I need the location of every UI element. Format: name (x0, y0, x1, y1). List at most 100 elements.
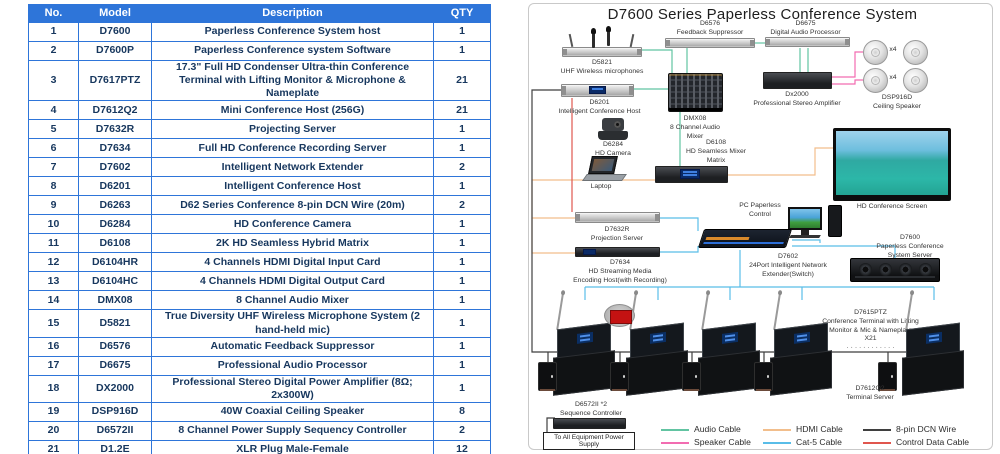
microphone-icon (591, 28, 596, 48)
terminal-base (553, 350, 615, 396)
cell-model: D7617PTZ (78, 59, 152, 102)
dx2000-label: Dx2000 Professional Stereo Amplifier (753, 91, 841, 107)
legend-swatch (661, 429, 689, 431)
cell-description: D62 Series Conference 8-pin DCN Wire (20… (151, 195, 434, 216)
d6576-device (665, 38, 755, 48)
header-description: Description (151, 4, 434, 23)
d6201-display (589, 86, 606, 94)
cell-description: XLR Plug Male-Female (151, 439, 434, 454)
d7612q2-mini-pc (538, 362, 557, 391)
d7634-label: D7634 HD Streaming Media Encoding Host(w… (573, 259, 667, 284)
d6108-label: D6108 HD Seamless Mixer Matrix (685, 139, 747, 164)
d6675-device (765, 37, 850, 47)
cell-qty: 1 (433, 374, 491, 403)
cell-qty: 1 (433, 355, 491, 376)
terminal-mic-icon (773, 294, 781, 330)
speaker-x4-label: x4 (889, 74, 897, 81)
dmx08-mixer (668, 73, 723, 112)
d7600-label: D7600 Paperless Conference System Server (876, 234, 944, 259)
cell-model: D6263 (78, 195, 152, 216)
conference-terminal (626, 294, 688, 396)
dsp916d-label: DSP916D Ceiling Speaker (873, 94, 921, 110)
cable (660, 246, 699, 253)
legend-swatch (763, 429, 791, 431)
dmx08-label: DMX08 8 Channel Audio Mixer (670, 115, 720, 140)
cell-no: 6 (28, 138, 79, 159)
cell-no: 12 (28, 252, 79, 273)
cell-qty: 2 (433, 195, 491, 216)
cell-qty: 12 (433, 439, 491, 454)
cell-qty: 1 (433, 252, 491, 273)
cell-qty: 1 (433, 176, 491, 197)
power-supply-box: To All Equipment Power Supply (543, 432, 635, 450)
cell-description: Full HD Conference Recording Server (151, 138, 434, 159)
cell-model: D7632R (78, 119, 152, 140)
dx2000-device (763, 72, 832, 89)
cell-no: 19 (28, 401, 79, 422)
cell-model: D6104HR (78, 252, 152, 273)
cell-description: Automatic Feedback Suppressor (151, 336, 434, 357)
d7632r-label: D7632R Projection Server (590, 226, 644, 242)
cell-qty: 2 (433, 157, 491, 178)
cell-qty: 1 (433, 309, 491, 338)
legend-label: Cat-5 Cable (796, 437, 842, 447)
cell-model: D6572II (78, 420, 152, 441)
cell-description: 2K HD Seamless Hybrid Matrix (151, 233, 434, 254)
d7615ptz-label: D7615PTZ Conference Terminal with Liftin… (822, 309, 919, 352)
cell-model: D6201 (78, 176, 152, 197)
legend-label: Speaker Cable (694, 437, 751, 447)
cell-model: D6104HC (78, 271, 152, 292)
cell-description: Paperless Conference System host (151, 22, 434, 42)
d6201-label: D6201 Intelligent Conference Host (558, 99, 641, 115)
legend-label: Control Data Cable (896, 437, 970, 447)
conference-terminal (770, 294, 832, 396)
cell-description: True Diversity UHF Wireless Microphone S… (151, 309, 434, 338)
d7612q2-mini-pc (610, 362, 629, 391)
cell-no: 17 (28, 355, 79, 376)
cell-no: 2 (28, 41, 79, 61)
cell-description: Intelligent Conference Host (151, 176, 434, 197)
cable (832, 79, 863, 85)
d7632r-device (575, 212, 660, 223)
conference-terminal (902, 294, 964, 396)
ceiling-speaker-icon (903, 40, 928, 65)
d7600-server (850, 258, 940, 282)
nameplate-icon (604, 304, 635, 327)
cable (792, 245, 896, 258)
cable (660, 217, 699, 231)
cable (792, 239, 821, 243)
cell-description: 8 Channel Audio Mixer (151, 290, 434, 311)
legend-swatch (863, 429, 891, 431)
cell-qty: 1 (433, 138, 491, 159)
cell-model: D5821 (78, 309, 152, 338)
terminal-base (902, 350, 964, 396)
cell-model: D7600P (78, 41, 152, 61)
cable (728, 147, 834, 176)
terminal-base (698, 350, 760, 396)
cell-qty: 1 (433, 214, 491, 235)
terminal-base (770, 350, 832, 396)
cell-qty: 21 (433, 59, 491, 102)
d7634-device (575, 247, 660, 257)
table-header-row: No. Model Description QTY (28, 4, 491, 23)
cell-description: 4 Channels HDMI Digital Input Card (151, 252, 434, 273)
cell-qty: 1 (433, 271, 491, 292)
cell-no: 1 (28, 22, 79, 42)
cell-description: Paperless Conference system Software (151, 41, 434, 61)
cell-no: 15 (28, 309, 79, 338)
cell-no: 5 (28, 119, 79, 140)
diagram-frame (528, 3, 993, 450)
cell-description: 4 Channels HDMI Digital Output Card (151, 271, 434, 292)
pc-label: PC Paperless Control (739, 202, 781, 218)
cell-qty: 21 (433, 100, 491, 121)
